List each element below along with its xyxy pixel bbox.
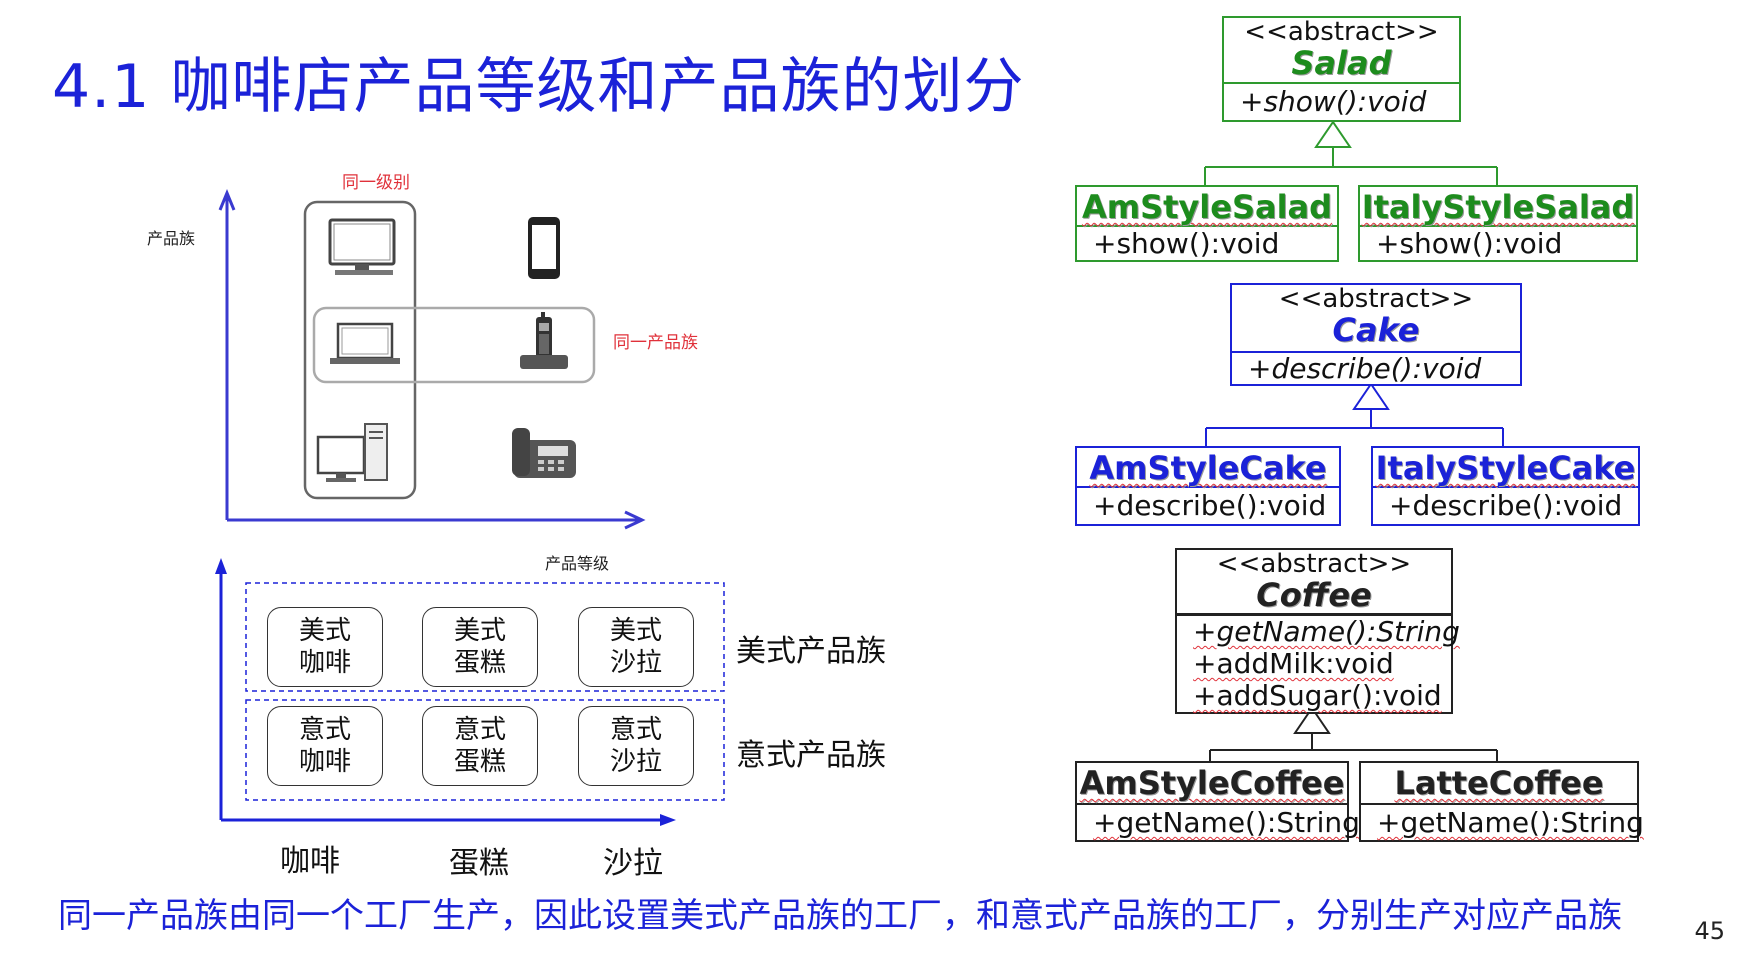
coffee-inheritance (1209, 706, 1498, 761)
uml-class-name: Salad (1291, 44, 1392, 82)
summary-text: 同一产品族由同一个工厂生产，因此设置美式产品族的工厂，和意式产品族的工厂，分别生… (58, 896, 1622, 936)
cell-american-salad: 美式沙拉 (578, 607, 694, 687)
uml-stereotype: <<abstract>> (1278, 284, 1474, 314)
uml-operation: +addMilk:void (1193, 647, 1394, 680)
cell-italian-salad: 意式沙拉 (578, 706, 694, 786)
page-number: 45 (1694, 917, 1725, 945)
laptop-icon (330, 322, 400, 364)
cell-american-cake: 美式蛋糕 (422, 607, 538, 687)
same-level-label: 同一级别 (342, 173, 410, 193)
uml-operation: +show():void (1240, 85, 1427, 118)
uml-operation: +show():void (1376, 227, 1563, 260)
family-label-italian: 意式产品族 (736, 738, 886, 773)
cell-american-coffee: 美式咖啡 (267, 607, 383, 687)
uml-class-name: LatteCoffee (1394, 764, 1604, 802)
cordless-phone-icon (520, 312, 568, 369)
uml-operation: +getName():String (1093, 806, 1360, 839)
uml-operation: +getName():String (1377, 806, 1644, 839)
uml-operation: +describe():void (1093, 489, 1327, 522)
top-axes (218, 189, 646, 530)
same-level-frame (303, 200, 417, 500)
category-label-salad: 沙拉 (603, 846, 663, 881)
uml-operation: +addSugar():void (1193, 679, 1442, 712)
desktop-monitor-icon (328, 218, 396, 275)
smartphone-icon (528, 217, 560, 279)
family-label-american: 美式产品族 (736, 634, 886, 669)
salad-inheritance (1204, 120, 1498, 185)
desk-phone-icon (512, 428, 576, 478)
uml-operation: +getName():String (1193, 615, 1460, 648)
uml-class-name: Cake (1332, 311, 1420, 349)
uml-class-amstylecoffee: AmStyleCoffee +getName():String (1075, 761, 1360, 842)
family-frame-italian (245, 699, 725, 801)
desktop-pc-icon (316, 423, 388, 482)
uml-class-coffee: <<abstract>> Coffee +getName():String +a… (1175, 548, 1460, 714)
same-family-label: 同一产品族 (613, 333, 698, 353)
uml-class-amstylecake: AmStyleCake +describe():void (1075, 446, 1341, 526)
cake-inheritance (1205, 382, 1504, 446)
family-frame-american (245, 582, 725, 692)
uml-class-cake: <<abstract>> Cake +describe():void (1230, 283, 1522, 386)
uml-class-name: AmStyleCake (1089, 449, 1327, 487)
uml-class-amstylesalad: AmStyleSalad +show():void (1075, 185, 1339, 262)
uml-class-name: AmStyleCoffee (1079, 764, 1345, 802)
uml-class-name: Coffee (1256, 576, 1372, 614)
uml-class-lattecoffee: LatteCoffee +getName():String (1359, 761, 1644, 842)
cell-italian-cake: 意式蛋糕 (422, 706, 538, 786)
uml-operation: +show():void (1093, 227, 1280, 260)
same-family-frame (312, 306, 596, 384)
page-title: 4.1 咖啡店产品等级和产品族的划分 (52, 52, 1025, 122)
uml-stereotype: <<abstract>> (1216, 549, 1412, 579)
cell-italian-coffee: 意式咖啡 (267, 706, 383, 786)
uml-class-name: AmStyleSalad (1081, 188, 1333, 226)
category-label-cake: 蛋糕 (449, 846, 509, 881)
uml-class-italystylecake: ItalyStyleCake +describe():void (1371, 446, 1640, 526)
x-axis-label: 产品等级 (545, 554, 610, 573)
uml-operation: +describe():void (1248, 352, 1482, 385)
uml-class-salad: <<abstract>> Salad +show():void (1222, 16, 1461, 122)
y-axis-label: 产品族 (147, 229, 196, 248)
uml-class-italystylesalad: ItalyStyleSalad +show():void (1358, 185, 1638, 262)
uml-operation: +describe():void (1389, 489, 1623, 522)
uml-stereotype: <<abstract>> (1244, 17, 1439, 47)
uml-class-name: ItalyStyleSalad (1361, 188, 1635, 226)
uml-class-name: ItalyStyleCake (1375, 449, 1636, 487)
grid-axes (215, 558, 676, 826)
category-label-coffee: 咖啡 (280, 844, 340, 879)
